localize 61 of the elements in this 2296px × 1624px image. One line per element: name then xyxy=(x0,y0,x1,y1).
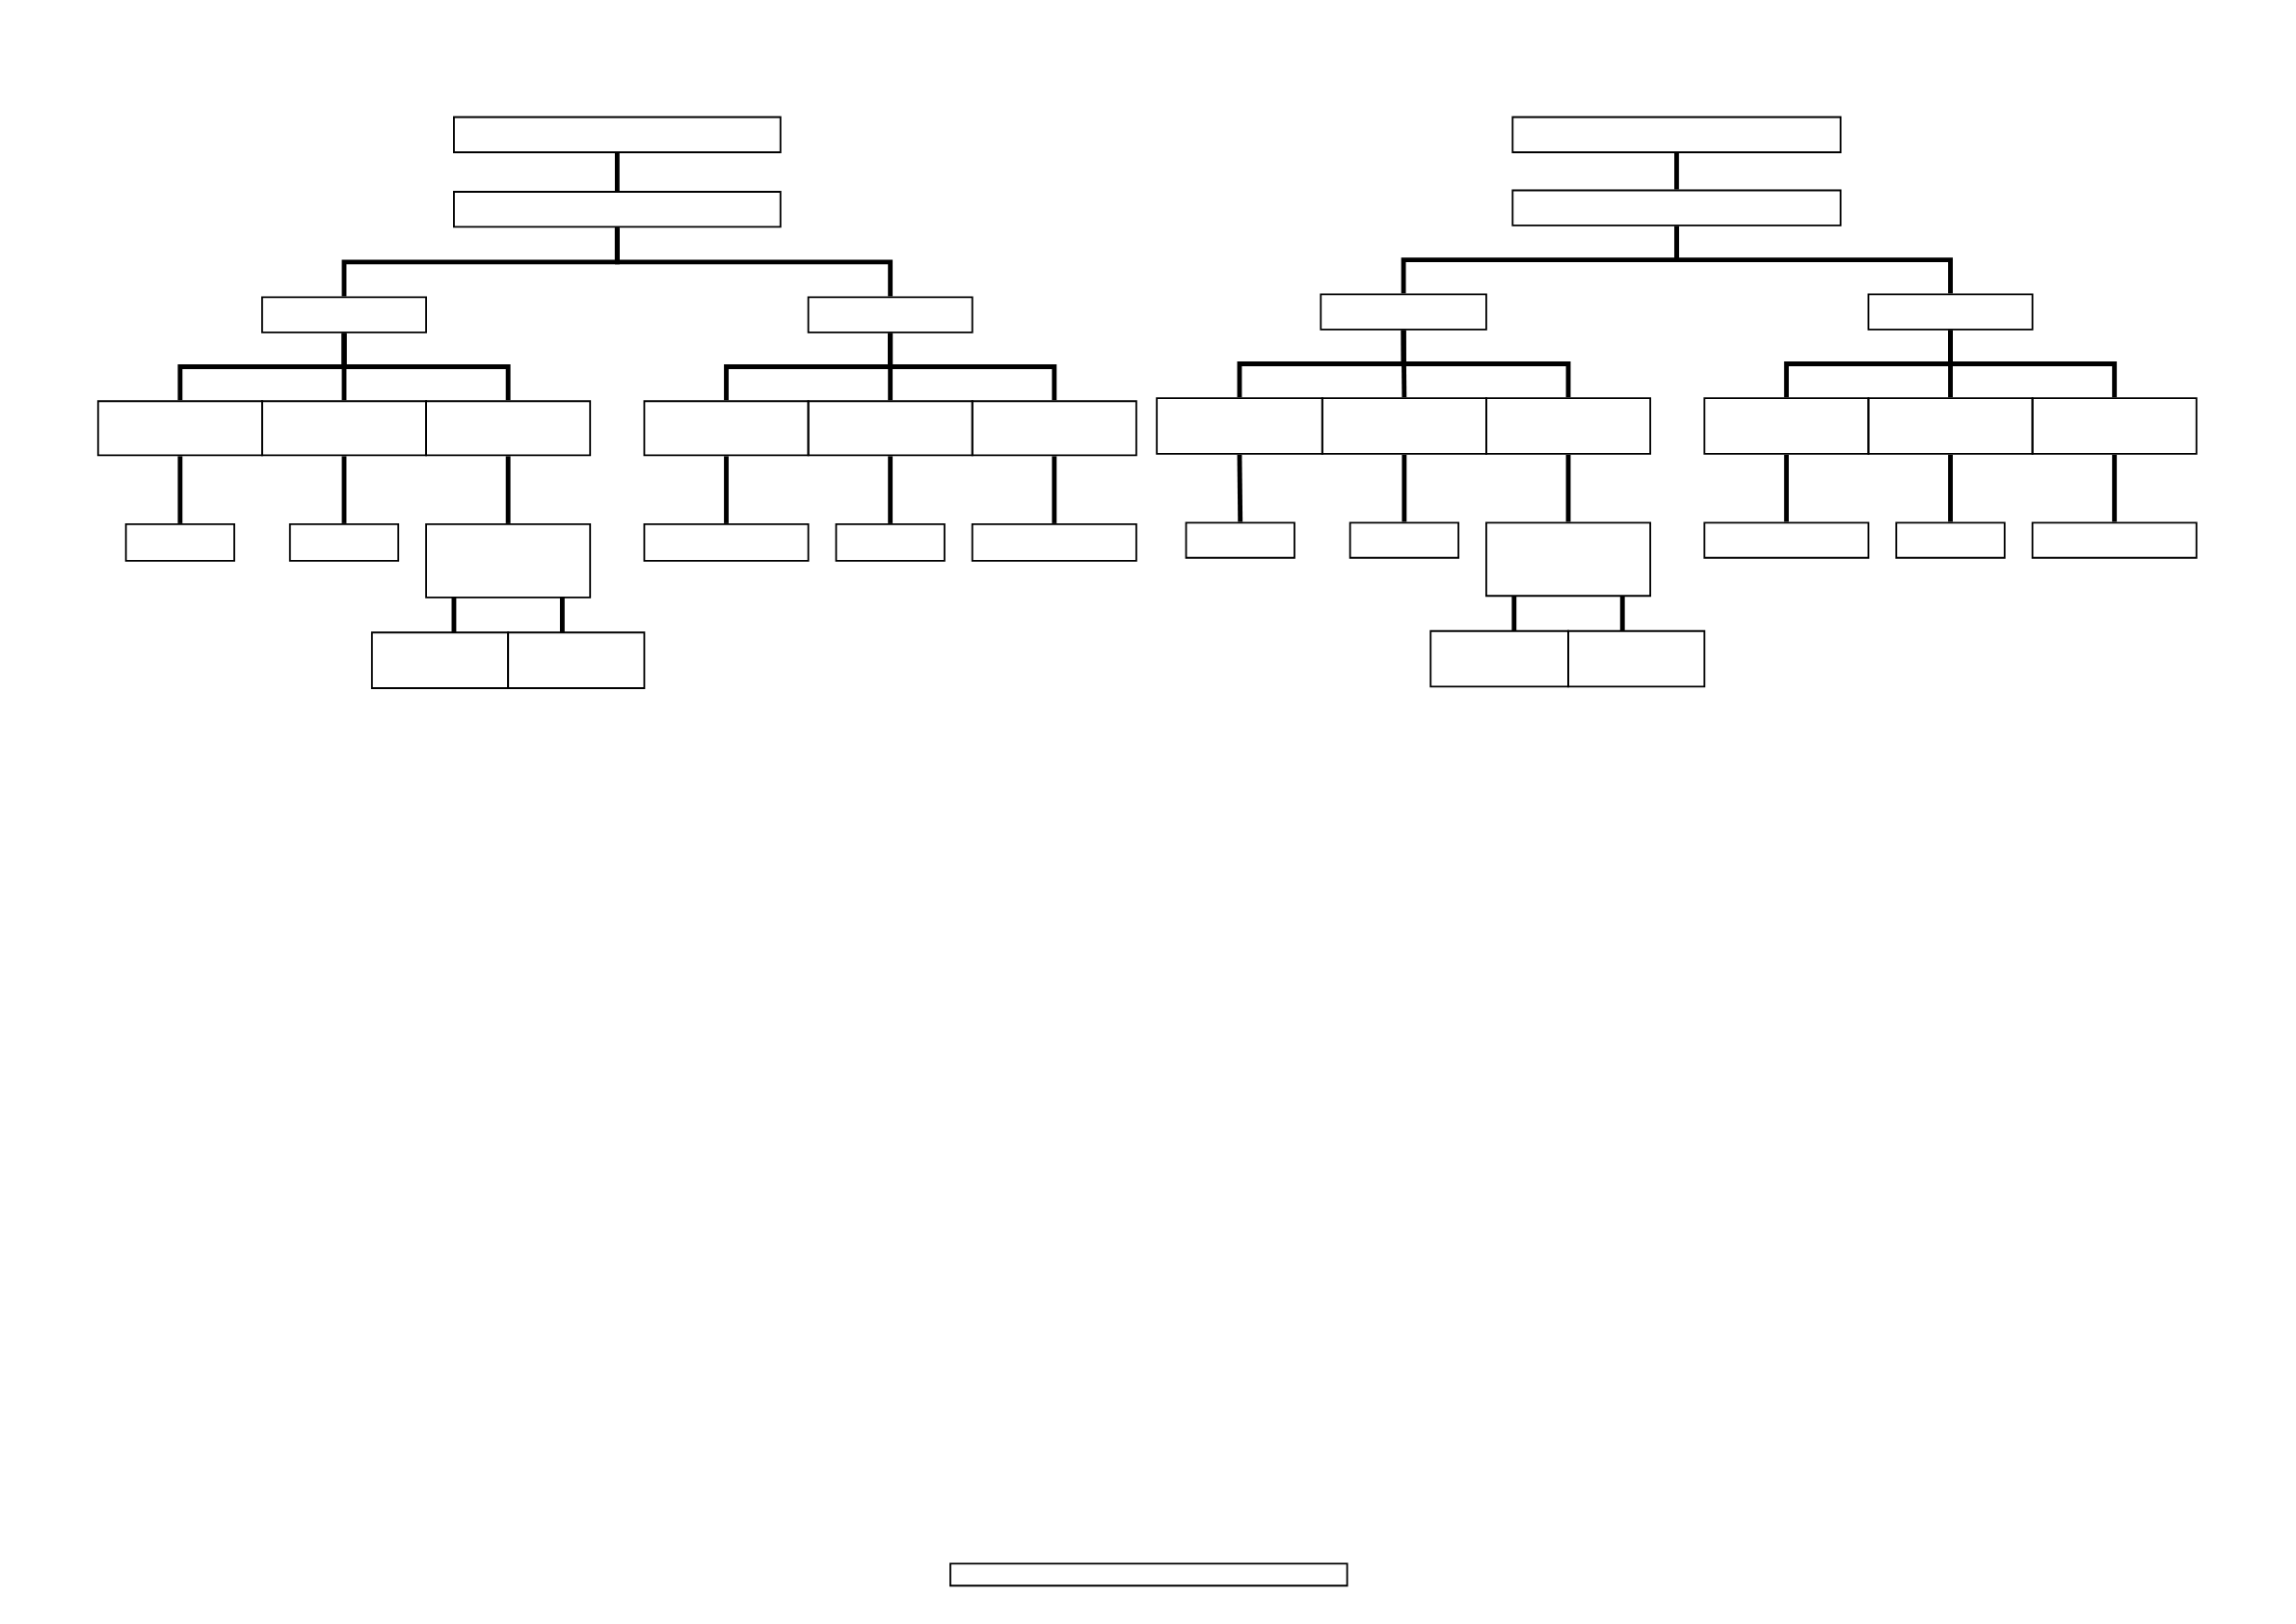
box xyxy=(1511,189,1842,226)
box xyxy=(507,631,646,690)
box xyxy=(370,631,510,690)
box xyxy=(261,400,427,457)
connector xyxy=(1052,456,1057,524)
box xyxy=(425,400,592,457)
box xyxy=(1429,629,1569,688)
connector xyxy=(1511,596,1517,631)
box xyxy=(2031,521,2198,559)
connector xyxy=(1783,454,1789,522)
connector xyxy=(1565,454,1571,522)
box xyxy=(1703,521,1870,559)
box xyxy=(1511,116,1842,153)
box xyxy=(288,523,400,562)
box xyxy=(1567,629,1706,688)
box xyxy=(261,296,427,333)
connector xyxy=(1674,153,1679,190)
box xyxy=(453,116,782,153)
connector xyxy=(1401,330,1571,398)
box xyxy=(643,400,810,457)
box xyxy=(1867,397,2034,455)
box xyxy=(1321,397,1487,455)
connector xyxy=(341,333,511,401)
box xyxy=(807,296,974,333)
box xyxy=(2031,397,2198,455)
connector xyxy=(1619,596,1625,631)
connector xyxy=(1948,330,2118,398)
box xyxy=(1867,293,2034,331)
box xyxy=(453,191,782,228)
box xyxy=(1703,397,1870,455)
box xyxy=(96,400,263,457)
connector xyxy=(888,456,894,524)
box xyxy=(1156,397,1323,455)
box xyxy=(1185,521,1295,559)
box xyxy=(1320,293,1487,331)
box xyxy=(835,523,946,562)
connector xyxy=(614,227,894,297)
connector xyxy=(1674,226,1953,294)
connector xyxy=(1237,454,1243,522)
connector xyxy=(1402,454,1407,522)
connector xyxy=(341,456,347,524)
connector xyxy=(559,597,565,633)
box xyxy=(643,523,810,562)
connector xyxy=(451,597,457,633)
box xyxy=(425,523,592,599)
box xyxy=(971,400,1137,457)
connector xyxy=(1948,454,1953,522)
box xyxy=(1895,521,2006,559)
box xyxy=(949,1562,1348,1587)
box xyxy=(971,523,1137,562)
box xyxy=(1485,397,1651,455)
box xyxy=(807,400,974,457)
connector xyxy=(724,456,729,524)
connector xyxy=(505,456,511,524)
box xyxy=(124,523,235,562)
box xyxy=(1485,521,1651,598)
connector xyxy=(177,456,183,524)
connector xyxy=(888,333,1057,401)
connector xyxy=(614,153,620,192)
connector xyxy=(2112,454,2118,522)
box xyxy=(1348,521,1459,559)
